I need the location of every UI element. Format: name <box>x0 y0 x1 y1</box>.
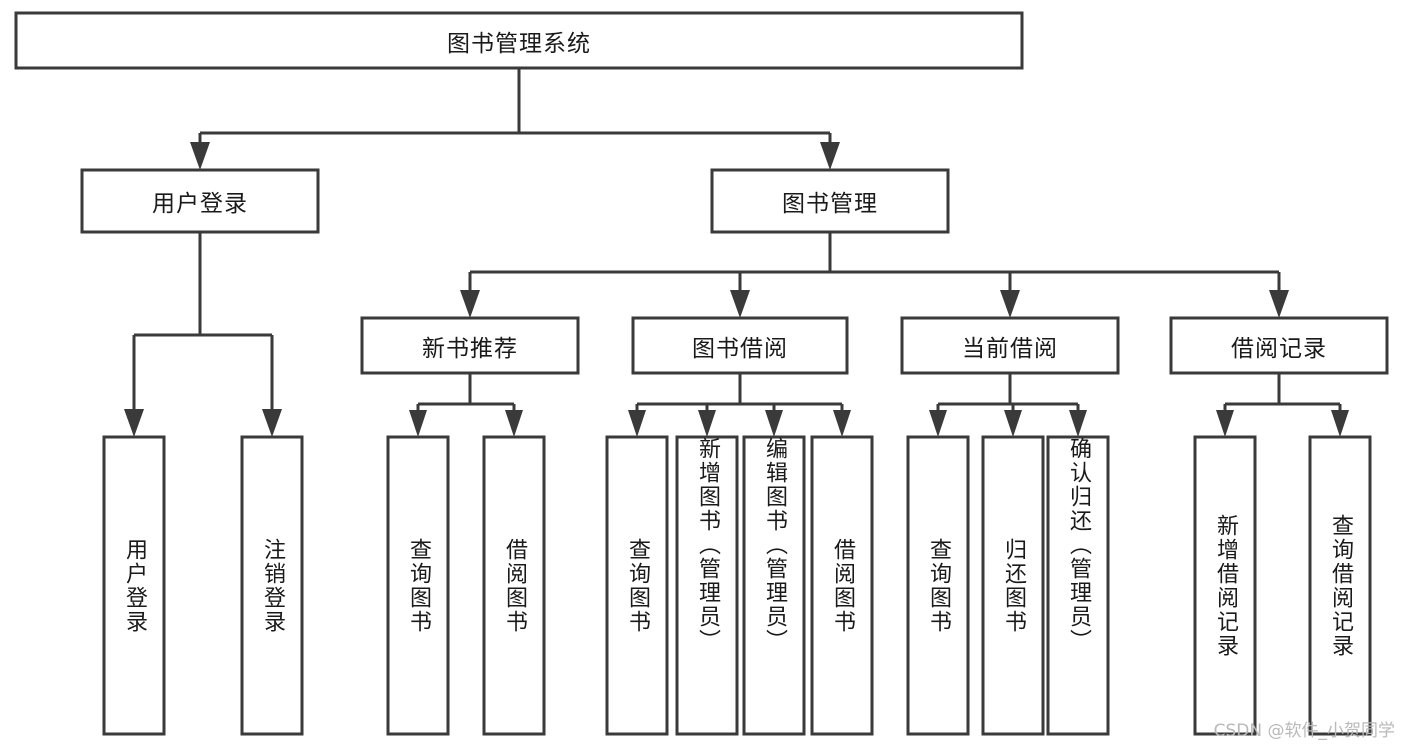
node-box-leaf-user-login[interactable] <box>102 435 166 736</box>
node-box-root[interactable] <box>14 11 1024 70</box>
node-layer <box>14 11 1389 736</box>
node-box-leaf-borrow-book-a[interactable] <box>482 435 546 736</box>
arrow-head-icon <box>833 410 851 437</box>
node-box-borrow-records[interactable] <box>1169 316 1389 375</box>
node-box-current-borrow[interactable] <box>900 316 1120 375</box>
node-box-leaf-edit-book[interactable] <box>742 435 806 736</box>
node-box-leaf-query-book-a[interactable] <box>386 435 450 736</box>
arrow-head-icon <box>190 142 210 170</box>
node-box-leaf-query-book-b[interactable] <box>605 435 669 736</box>
arrow-head-icon <box>1000 290 1020 318</box>
node-box-leaf-return-book[interactable] <box>981 435 1045 736</box>
node-box-book-management[interactable] <box>710 168 950 234</box>
node-box-leaf-borrow-book-b[interactable] <box>810 435 874 736</box>
arrow-head-icon <box>765 410 783 437</box>
node-box-leaf-query-book-c[interactable] <box>906 435 970 736</box>
arrow-head-icon <box>1331 410 1349 437</box>
node-box-book-borrow[interactable] <box>631 316 849 375</box>
node-box-leaf-logout[interactable] <box>240 435 304 736</box>
arrow-head-icon <box>1069 410 1087 437</box>
arrow-head-icon <box>1004 410 1022 437</box>
connector-layer <box>124 68 1349 437</box>
csdn-watermark: CSDN @软件_小贺同学 <box>1213 721 1395 741</box>
arrow-head-icon <box>505 410 523 437</box>
arrow-head-icon <box>460 290 480 318</box>
arrow-head-icon <box>124 409 144 437</box>
node-box-leaf-confirm-return[interactable] <box>1046 435 1110 736</box>
node-box-user-login[interactable] <box>80 168 320 234</box>
arrow-head-icon <box>628 410 646 437</box>
node-box-leaf-add-book[interactable] <box>675 435 739 736</box>
arrow-head-icon <box>409 410 427 437</box>
arrow-head-icon <box>1269 290 1289 318</box>
arrow-head-icon <box>1216 410 1234 437</box>
arrow-head-icon <box>262 409 282 437</box>
arrow-head-icon <box>929 410 947 437</box>
node-box-leaf-add-record[interactable] <box>1193 435 1257 736</box>
arrow-head-icon <box>730 290 750 318</box>
arrow-head-icon <box>698 410 716 437</box>
node-box-new-book-recommend[interactable] <box>360 316 580 375</box>
arrow-head-icon <box>820 142 840 170</box>
node-box-leaf-query-record[interactable] <box>1308 435 1372 736</box>
